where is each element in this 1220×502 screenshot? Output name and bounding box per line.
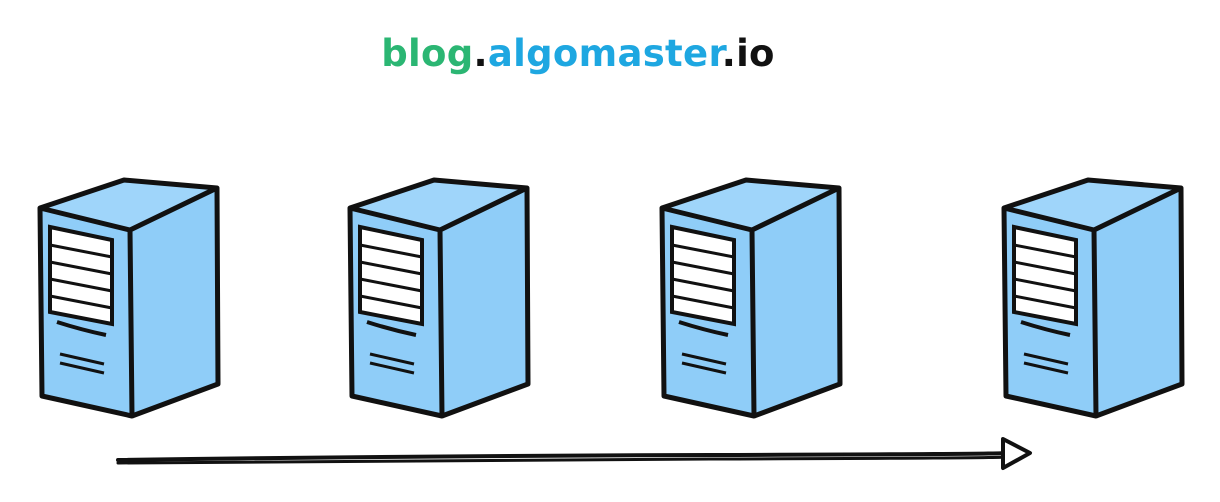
connector-arrow (116, 437, 1032, 470)
brand-dot: . (473, 32, 488, 75)
server-drawing (1001, 177, 1185, 419)
brand-dot: . (721, 32, 737, 75)
server-drawing (659, 177, 843, 419)
server-icon (32, 170, 222, 420)
server-drawing (37, 177, 221, 419)
brand-logo: blog.algomaster.io (0, 30, 1156, 78)
arrow-right-icon (110, 430, 1040, 480)
brand-part-io: io (736, 32, 775, 75)
server-icon (342, 170, 532, 420)
brand-part-algomaster: algomaster (487, 32, 722, 75)
server-drawing (347, 177, 531, 419)
server-icon (654, 170, 844, 420)
server-icon (996, 170, 1186, 420)
brand-part-blog: blog (381, 32, 474, 75)
